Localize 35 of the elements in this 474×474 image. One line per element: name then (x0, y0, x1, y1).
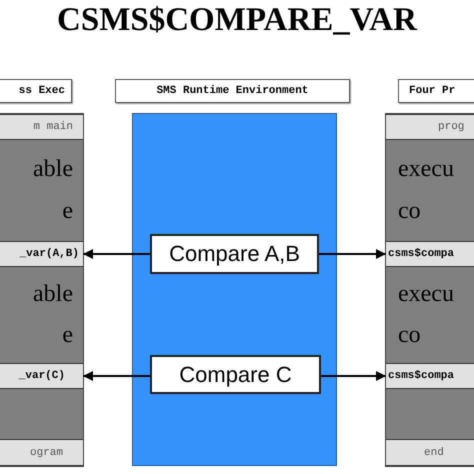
code-label: prog (386, 114, 474, 140)
code-block (386, 267, 474, 363)
process-box: Compare C (150, 355, 321, 394)
column-header: ss Exec (0, 79, 72, 103)
arrow (83, 249, 150, 259)
code-text: e (62, 198, 73, 226)
column-header: SMS Runtime Environment (115, 79, 350, 103)
arrow (321, 371, 386, 381)
code-label: end (386, 439, 474, 466)
diagram-title: CSMS$COMPARE_VAR (56, 2, 418, 39)
column-panel (385, 113, 474, 467)
column-header: Four Pr (398, 79, 474, 103)
code-text: co (398, 322, 421, 349)
code-label: _var(A,B) (0, 241, 83, 267)
code-block (386, 140, 474, 241)
process-box: Compare A,B (150, 234, 319, 274)
code-block (386, 389, 474, 439)
code-text: co (398, 198, 421, 226)
code-block (0, 389, 83, 439)
code-text: able (33, 281, 73, 308)
code-text: able (33, 156, 73, 183)
code-text: execu (398, 156, 454, 183)
code-text: e (62, 322, 73, 349)
code-label: csms$compa (386, 363, 474, 389)
arrow (83, 371, 150, 381)
code-label: _var(C) (0, 363, 83, 389)
arrow (319, 249, 386, 259)
code-label: csms$compa (386, 241, 474, 267)
code-block (0, 267, 83, 363)
runtime-panel (132, 113, 337, 466)
code-label: ogram (0, 439, 83, 466)
code-text: execu (398, 281, 454, 308)
code-label: m main (0, 114, 83, 140)
column-panel (0, 113, 84, 467)
code-block (0, 140, 83, 241)
